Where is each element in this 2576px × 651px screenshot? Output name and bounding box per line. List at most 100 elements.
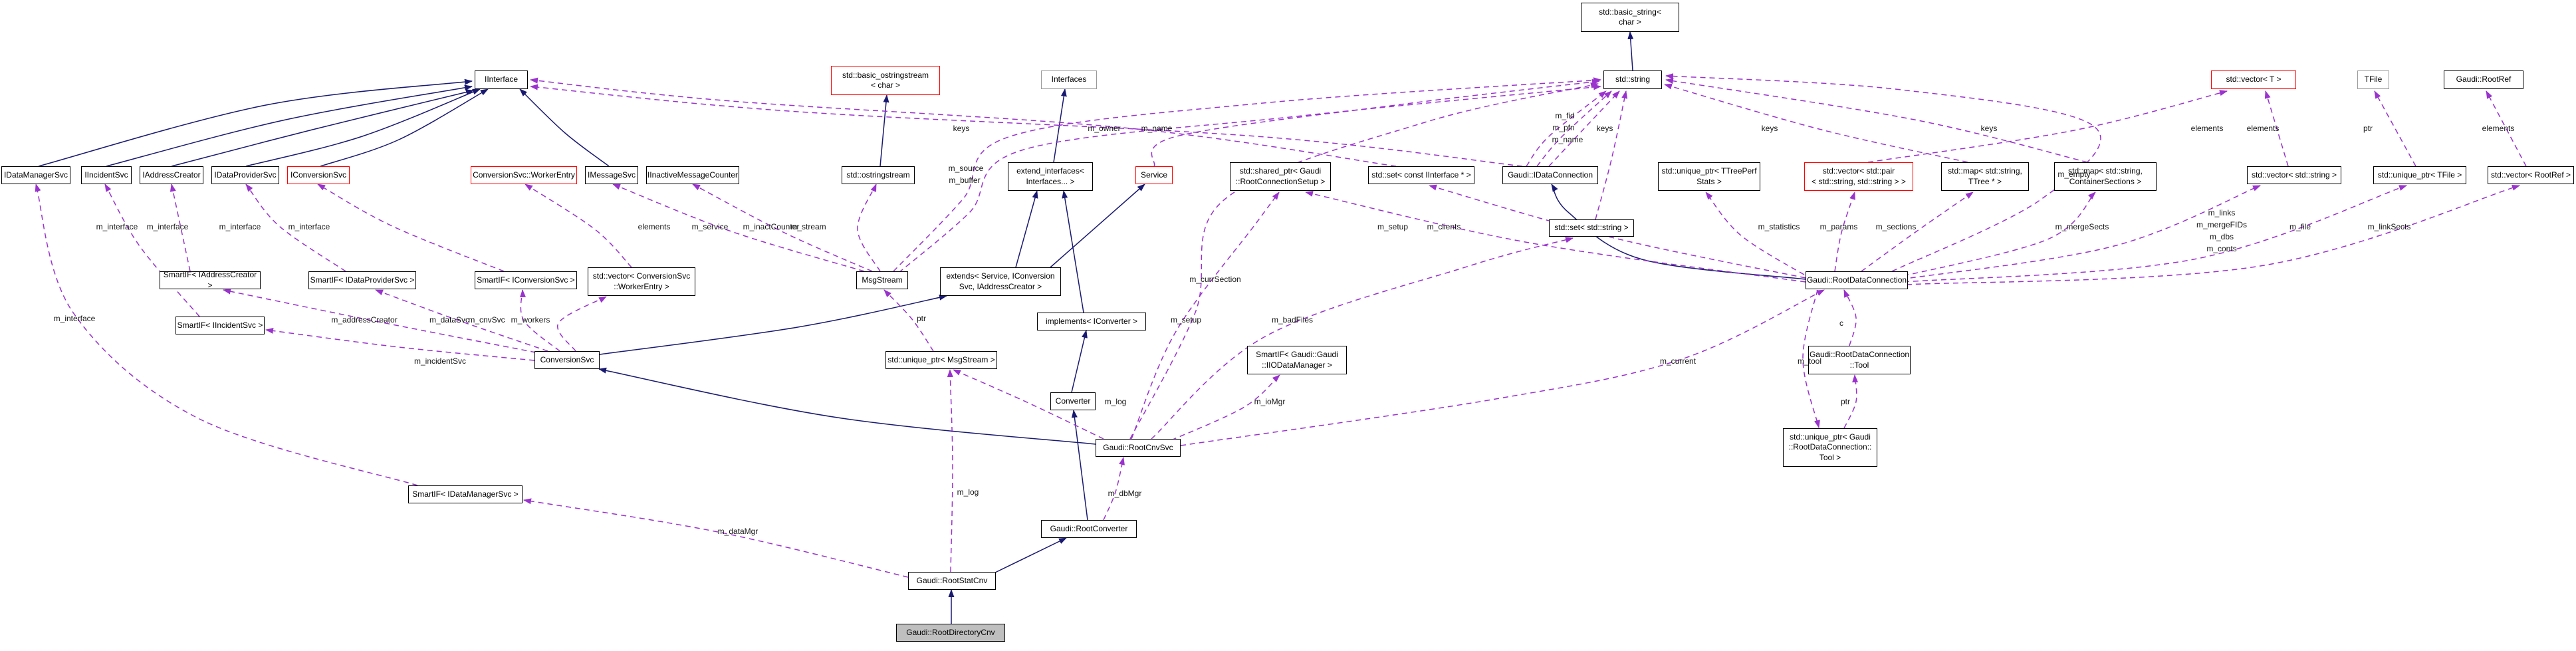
node-idataprovidersvc[interactable]: IDataProviderSvc <box>211 166 279 184</box>
node-std-vector-rootref[interactable]: std::vector< RootRef > <box>2488 166 2574 184</box>
node-iaddresscreator[interactable]: IAddressCreator <box>140 166 203 184</box>
edge-usage-rootcnvsvc-uptrmsg <box>953 369 1104 440</box>
edge-label-m-tool: m_tool <box>1797 356 1822 366</box>
node-gaudi-rootdirectorycnv[interactable]: Gaudi::RootDirectoryCnv <box>896 624 1005 642</box>
edge-usage-rdc-uptrtool <box>1802 289 1820 428</box>
node-gaudi-rootconverter[interactable]: Gaudi::RootConverter <box>1041 520 1137 538</box>
node-extends-service-iconversion[interactable]: extends< Service, IConversion Svc, IAddr… <box>940 267 1061 296</box>
node-converter[interactable]: Converter <box>1050 392 1096 410</box>
node-smartif-gaudi-gaudi[interactable]: SmartIF< Gaudi::Gaudi ::IIODataManager > <box>1247 346 1347 374</box>
edge-label-m-currsection: m_currSection <box>1189 275 1241 284</box>
node-extend-interfaces[interactable]: extend_interfaces< Interfaces... > <box>1008 162 1093 191</box>
node-smartif-iaddresscreator[interactable]: SmartIF< IAddressCreator > <box>160 270 261 290</box>
edge-label-m-buffer: m_buffer <box>949 176 981 185</box>
edge-usage-vecrootref-rootref <box>2486 90 2527 167</box>
edge-usage-rootcnvsvc-shptr <box>1131 192 1280 440</box>
node-idatamanagersvc[interactable]: IDataManagerSvc <box>1 166 70 184</box>
node-std-vector-std-string[interactable]: std::vector< std::string > <box>2247 166 2341 184</box>
node-std-shared-ptr-gaudi[interactable]: std::shared_ptr< Gaudi ::RootConnectionS… <box>1230 162 1331 191</box>
edge-label-m-iomgr: m_ioMgr <box>1254 397 1286 406</box>
node-smartif-idatamanagersvc[interactable]: SmartIF< IDataManagerSvc > <box>408 485 523 503</box>
node-conversionsvc-workerentry[interactable]: ConversionSvc::WorkerEntry <box>471 166 577 184</box>
edge-label-keys: keys <box>1596 124 1613 133</box>
edge-usage-rootcnvsvc-str <box>1129 82 1599 440</box>
node-std-unique-ptr-ttreeperf[interactable]: std::unique_ptr< TTreePerf Stats > <box>1658 162 1760 191</box>
edge-usage-convsvc-sm_addr <box>223 288 536 353</box>
node-std-vector-conversionsvc[interactable]: std::vector< ConversionSvc ::WorkerEntry… <box>588 267 695 296</box>
edge-label-m-empty: m_empty <box>2057 170 2091 179</box>
edge-usage-rootstatcnv-sm_idm <box>523 498 909 578</box>
edge-label-m-statistics: m_statistics <box>1758 222 1800 231</box>
edge-label-elements: elements <box>2482 124 2515 133</box>
node-smartif-iincidentsvc[interactable]: SmartIF< IIncidentSvc > <box>176 317 265 334</box>
node-tfile[interactable]: TFile <box>2357 70 2389 89</box>
edge-label-m-name: m_name <box>1552 135 1583 144</box>
edge-label-m-datasvc: m_dataSvc <box>429 315 470 325</box>
node-std-vector-t[interactable]: std::vector< T > <box>2211 70 2296 89</box>
node-std-unique-ptr-tfile[interactable]: std::unique_ptr< TFile > <box>2373 166 2466 184</box>
node-std-string[interactable]: std::string <box>1603 70 1662 89</box>
node-std-basic-string[interactable]: std::basic_string< char > <box>1581 3 1679 32</box>
edge-label-m-service: m_service <box>691 222 729 231</box>
edge-label-m-mergesects: m_mergeSects <box>2055 222 2109 231</box>
node-smartif-idataprovidersvc[interactable]: SmartIF< IDataProviderSvc > <box>308 271 416 289</box>
node-gaudi-rootcnvsvc[interactable]: Gaudi::RootCnvSvc <box>1096 439 1181 457</box>
node-interfaces[interactable]: Interfaces <box>1041 70 1097 89</box>
edge-usage-vecstr-vecT <box>2264 90 2289 167</box>
node-conversionsvc[interactable]: ConversionSvc <box>534 351 600 369</box>
node-std-map-std-string[interactable]: std::map< std::string, ContainerSections… <box>2054 162 2157 191</box>
node-implements-iconverter[interactable]: implements< IConverter > <box>1037 313 1146 330</box>
edge-usage-uptrmsg-msgstream <box>883 289 934 352</box>
node-gaudi-rootstatcnv[interactable]: Gaudi::RootStatCnv <box>908 572 996 590</box>
edge-usage-rdc-mapcs <box>1894 192 2096 279</box>
edge-inherit-idp-ii <box>245 88 481 167</box>
edge-usage-rdc-vecrootref <box>1906 184 2520 285</box>
edge-usage-rdc-str <box>1665 73 2101 272</box>
edge-label-m-workers: m_workers <box>511 315 550 325</box>
node-imessagesvc[interactable]: IMessageSvc <box>585 166 638 184</box>
edge-label-m-cnvsvc: m_cnvSvc <box>468 315 505 325</box>
edge-usage-rootcnvsvc-setstr <box>1151 237 1574 440</box>
node-smartif-iconversionsvc[interactable]: SmartIF< IConversionSvc > <box>475 271 577 289</box>
edge-inherit-extends-extif <box>1015 190 1038 268</box>
node-gaudi-rootref[interactable]: Gaudi::RootRef <box>2444 70 2523 89</box>
node-iinactivemessagecounter[interactable]: IInactiveMessageCounter <box>646 166 739 184</box>
edge-usage-service-str <box>1151 78 1600 167</box>
node-std-ostringstream[interactable]: std::ostringstream <box>842 166 915 184</box>
edge-inherit-rootcnvsvc-convsvc <box>598 367 1096 445</box>
edge-usage-vecpair-vecT <box>1867 90 2228 163</box>
node-std-vector-std-pair[interactable]: std::vector< std::pair < std::string, st… <box>1804 162 1913 191</box>
node-std-unique-ptr-gaudi[interactable]: std::unique_ptr< Gaudi ::RootDataConnect… <box>1783 428 1877 467</box>
node-std-unique-ptr-msgstream[interactable]: std::unique_ptr< MsgStream > <box>885 351 997 369</box>
edge-label-elements: elements <box>638 222 671 231</box>
node-gaudi-rootdataconnection[interactable]: Gaudi::RootDataConnection <box>1806 271 1908 289</box>
edge-inherit-convsvc-extends <box>599 294 947 355</box>
node-iincidentsvc[interactable]: IIncidentSvc <box>81 166 132 184</box>
node-std-basic-ostringstream[interactable]: std::basic_ostringstream < char > <box>831 66 940 95</box>
node-service[interactable]: Service <box>1135 166 1173 184</box>
edge-label-ptr: ptr <box>916 314 927 323</box>
node-std-map-std-string[interactable]: std::map< std::string, TTree * > <box>1941 162 2029 191</box>
node-std-set-const-iinterface[interactable]: std::set< const IInterface * > <box>1368 166 1474 184</box>
edge-usage-rdc-mapttree <box>1861 192 1974 272</box>
node-gaudi-rootdataconnection[interactable]: Gaudi::RootDataConnection ::Tool <box>1808 346 1911 374</box>
edge-label-m-addresscreator: m_addressCreator <box>331 315 398 325</box>
edge-label-m-dbs: m_dbs <box>2209 232 2234 241</box>
edge-label-m-owner: m_owner <box>1088 124 1121 133</box>
node-msgstream[interactable]: MsgStream <box>856 271 908 289</box>
edge-label-m-stream: m_stream <box>790 222 826 231</box>
edge-label-m-inactcounter: m_inactCounter <box>743 222 800 231</box>
node-iconversionsvc[interactable]: IConversionSvc <box>287 166 350 184</box>
node-iinterface[interactable]: IInterface <box>475 70 528 89</box>
edge-inherit-iinc-ii <box>106 84 473 167</box>
edge-label-elements: elements <box>2246 124 2280 133</box>
node-std-set-std-string[interactable]: std::set< std::string > <box>1549 219 1634 237</box>
edge-inherit-idm-ii <box>38 78 473 167</box>
edge-inherit-str-bstr <box>1627 31 1634 71</box>
edge-label-m-interface: m_interface <box>288 222 330 231</box>
node-gaudi-idataconnection[interactable]: Gaudi::IDataConnection <box>1502 166 1598 184</box>
edge-label-m-incidentsvc: m_incidentSvc <box>413 356 467 366</box>
edge-usage-msgstream-imsg <box>612 184 865 272</box>
